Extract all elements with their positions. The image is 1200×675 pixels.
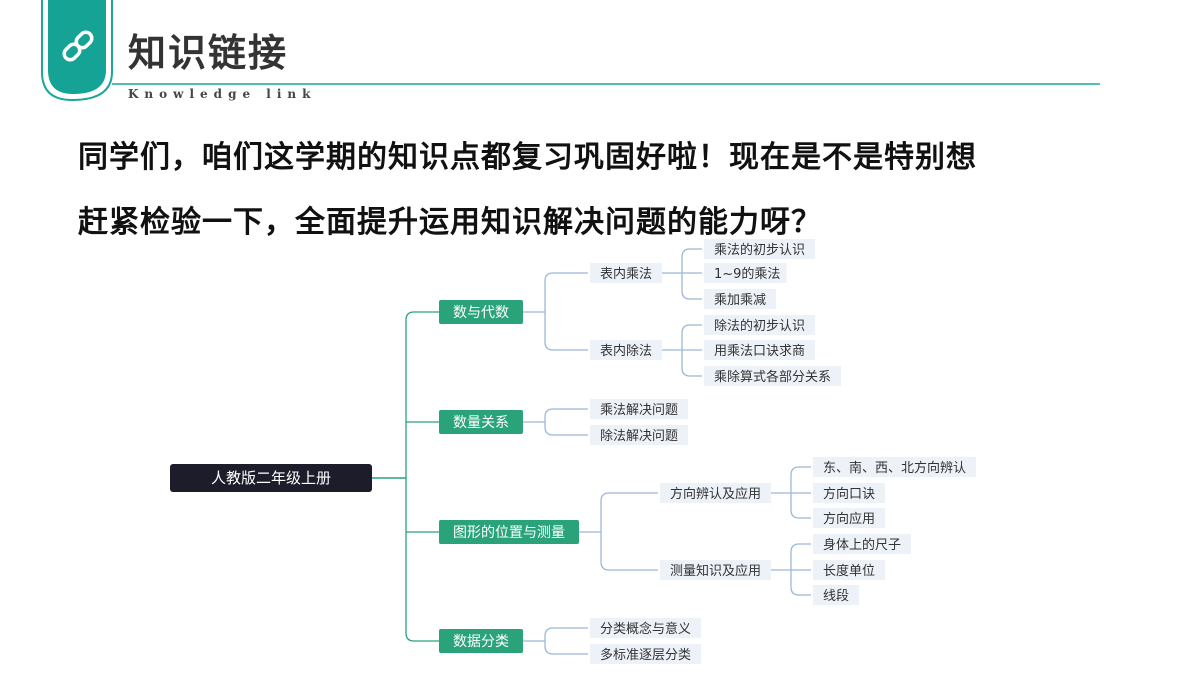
mindmap-branch-label: 数与代数 — [453, 305, 509, 321]
mindmap-leaf-node: 乘除算式各部分关系 — [704, 366, 841, 386]
mindmap-leaf-label: 用乘法口诀求商 — [714, 344, 805, 359]
mindmap-leaf-node: 除法的初步认识 — [704, 315, 815, 335]
mindmap-leaf-label: 身体上的尺子 — [823, 537, 901, 553]
mindmap-root-node: 人教版二年级上册 — [170, 464, 372, 492]
mindmap-subtopic-label: 乘法解决问题 — [600, 403, 678, 418]
mindmap-subtopic-label: 测量知识及应用 — [670, 563, 761, 579]
page-subtitle: Knowledge link — [128, 87, 317, 101]
mindmap-subtopic-label: 分类概念与意义 — [600, 621, 691, 637]
mindmap-subtopic-node: 乘法解决问题 — [590, 399, 688, 419]
mindmap-branch-node: 数据分类 — [439, 629, 523, 653]
mindmap-subtopic-node: 多标准逐层分类 — [590, 644, 701, 664]
mindmap-branch-label: 数据分类 — [453, 634, 509, 650]
mindmap-leaf-label: 线段 — [823, 589, 849, 604]
mindmap-leaf-label: 除法的初步认识 — [714, 318, 805, 334]
mindmap-leaf-label: 1~9的乘法 — [714, 266, 780, 282]
mindmap-subtopic-node: 测量知识及应用 — [660, 560, 771, 580]
mindmap-leaf-node: 1~9的乘法 — [704, 263, 787, 283]
mindmap-leaf-node: 乘法的初步认识 — [704, 239, 815, 259]
header: 知识链接 Knowledge link — [0, 0, 1200, 105]
mindmap-subtopic-label: 表内乘法 — [600, 266, 652, 282]
mindmap-subtopic-node: 表内除法 — [590, 340, 662, 360]
mindmap-subtopic-label: 除法解决问题 — [600, 429, 678, 444]
link-icon — [62, 30, 94, 62]
mindmap-leaf-label: 方向应用 — [823, 511, 875, 527]
intro-line-1: 同学们，咱们这学期的知识点都复习巩固好啦！现在是不是特别想 — [78, 140, 977, 175]
mindmap-leaf-label: 方向口诀 — [823, 486, 875, 502]
mindmap-subtopic-node: 表内乘法 — [590, 263, 662, 283]
intro-line-2: 赶紧检验一下，全面提升运用知识解决问题的能力呀？ — [78, 205, 822, 240]
page-title: 知识链接 — [128, 31, 289, 75]
mindmap-leaf-label: 乘法的初步认识 — [714, 242, 805, 258]
mindmap-subtopic-label: 方向辨认及应用 — [670, 486, 761, 502]
mindmap-leaf-node: 长度单位 — [813, 560, 885, 580]
mindmap-subtopic-label: 表内除法 — [600, 343, 652, 359]
mindmap-branch-node: 数量关系 — [439, 410, 523, 434]
mindmap-subtopic-node: 方向辨认及应用 — [660, 483, 771, 503]
mindmap-leaf-label: 乘除算式各部分关系 — [714, 369, 831, 385]
mindmap-leaf-node: 用乘法口诀求商 — [704, 340, 815, 360]
mindmap-subtopic-node: 除法解决问题 — [590, 425, 688, 445]
header-decoration — [41, 0, 1100, 102]
mindmap-leaf-label: 乘加乘减 — [714, 293, 766, 308]
mindmap-leaf-node: 线段 — [813, 585, 859, 605]
mindmap-subtopic-label: 多标准逐层分类 — [600, 647, 691, 663]
mindmap-subtopic-node: 分类概念与意义 — [590, 618, 701, 638]
mindmap-leaf-label: 长度单位 — [823, 563, 875, 579]
mindmap-branch-node: 数与代数 — [439, 300, 523, 324]
mindmap-leaf-node: 方向应用 — [813, 508, 885, 528]
mindmap-leaf-node: 方向口诀 — [813, 483, 885, 503]
mindmap-branch-node: 图形的位置与测量 — [439, 520, 579, 544]
mindmap-leaf-node: 身体上的尺子 — [813, 534, 911, 554]
mindmap-leaf-node: 乘加乘减 — [704, 289, 776, 309]
mindmap-leaf-label: 东、南、西、北方向辨认 — [823, 460, 966, 476]
mindmap-leaf-node: 东、南、西、北方向辨认 — [813, 457, 976, 477]
mindmap-branch-label: 图形的位置与测量 — [453, 525, 565, 541]
mindmap-branch-label: 数量关系 — [453, 415, 509, 431]
mindmap-root-label: 人教版二年级上册 — [211, 469, 331, 487]
